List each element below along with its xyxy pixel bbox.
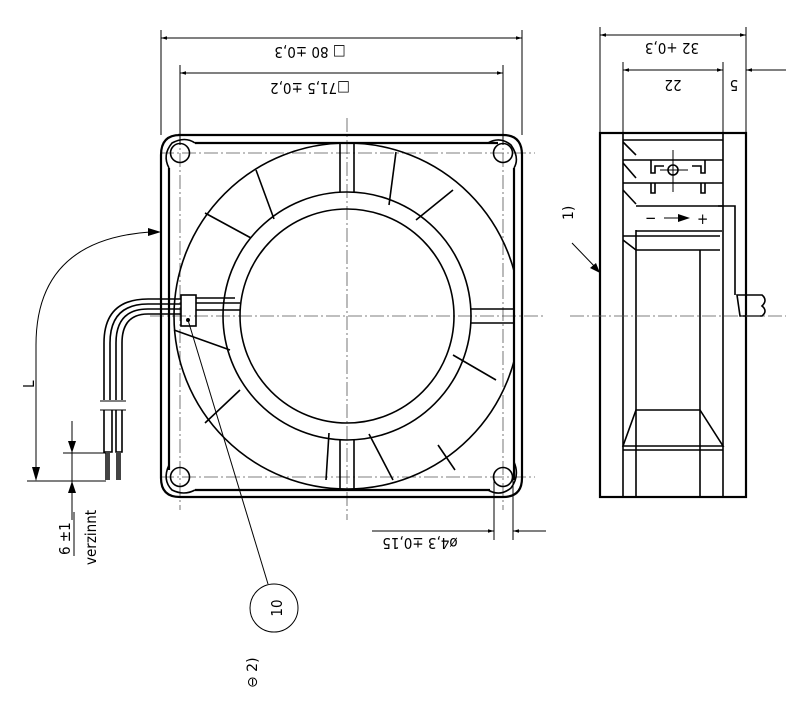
callout-bubble bbox=[249, 583, 299, 633]
arrow-icon bbox=[68, 441, 76, 453]
flange-label: 5 bbox=[730, 76, 739, 94]
arrow-icon bbox=[32, 467, 40, 481]
frame-outline bbox=[159, 133, 524, 499]
hole-spacing-label: □71,5 ±0,2 bbox=[270, 79, 350, 97]
flow-plus-label: + bbox=[697, 210, 708, 228]
rotation-label-area: − + bbox=[622, 139, 723, 251]
frame-inner-edge bbox=[167, 141, 516, 492]
callout-leader bbox=[187, 319, 269, 585]
note-label: ⊖ 2) bbox=[245, 657, 261, 688]
hub-ring bbox=[222, 191, 472, 441]
cable-length-dimension-line bbox=[35, 231, 151, 470]
strip-length-label: 6 ±1 bbox=[56, 522, 74, 555]
arrow-icon bbox=[590, 263, 600, 273]
cable-channel bbox=[718, 205, 736, 295]
arrow-icon bbox=[148, 228, 161, 236]
mounting-hole-top-left bbox=[165, 138, 196, 169]
tinned-wire-end bbox=[105, 452, 110, 480]
flow-minus-label: − bbox=[645, 209, 656, 227]
cable-length-label: L bbox=[20, 380, 38, 388]
depth-label: 32 +0,3 bbox=[645, 39, 699, 57]
tinned-wire-end bbox=[116, 452, 121, 480]
motor-hub bbox=[239, 208, 455, 424]
front-view: L 6 ±1 verzinnt □ 80 ±0,3 □71,5 ±0,2 ø4,… bbox=[20, 30, 546, 688]
body-depth-label: 22 bbox=[664, 76, 681, 94]
arrow-icon bbox=[678, 214, 690, 222]
side-view: − + 32 +0,3 22 5 1) bbox=[561, 27, 786, 499]
note-marker: 1) bbox=[561, 206, 577, 220]
mounting-hole-bottom-left bbox=[165, 464, 196, 494]
cable-bundle bbox=[100, 298, 181, 480]
mounting-hole-top-right bbox=[487, 139, 518, 169]
arrow-icon bbox=[68, 481, 76, 493]
side-outline bbox=[598, 131, 748, 499]
venturi-taper bbox=[621, 409, 725, 447]
strip-finish-label: verzinnt bbox=[82, 510, 100, 565]
cable-leads-inner bbox=[196, 297, 240, 311]
hole-diameter-label: ø4,3 ±0,15 bbox=[382, 534, 457, 552]
callout-number: 10 bbox=[268, 599, 286, 616]
mounting-hole-bottom-right bbox=[487, 461, 518, 494]
cable-exit bbox=[736, 294, 766, 317]
venturi-ring bbox=[173, 143, 514, 490]
frame-size-label: □ 80 ±0,3 bbox=[274, 43, 345, 61]
fan-blades bbox=[173, 151, 497, 481]
